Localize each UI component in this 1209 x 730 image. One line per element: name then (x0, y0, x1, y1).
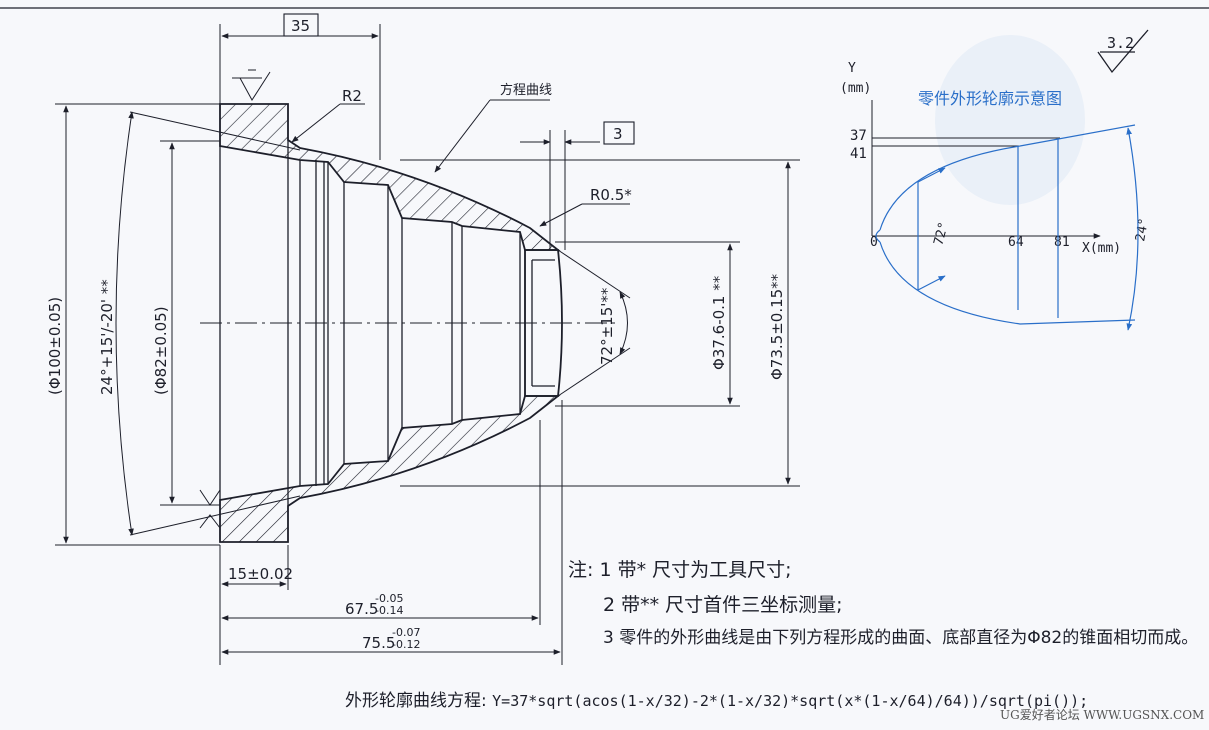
box-3 (603, 121, 635, 145)
profile-x-label: X(mm) (1082, 241, 1121, 256)
note-2-number: 2 (603, 594, 616, 616)
profile-x-tick-64: 64 (1008, 235, 1024, 250)
dim-total-tol-low: -0.12 (392, 638, 420, 651)
profile-y-label: Y (848, 61, 856, 76)
box-35 (283, 13, 319, 37)
dim-radius-tip: R0.5* (590, 186, 632, 204)
dim-inner-tol-low: -0.14 (375, 604, 403, 617)
dim-base-diameter: (Φ82±0.05) (152, 306, 170, 395)
roughness-symbol: 3.2 (1097, 29, 1149, 74)
dim-cone-angle: 24°+15'/-20' ** (98, 279, 116, 395)
note-3: 3 零件的外形曲线是由下列方程形成的曲面、底部直径为Φ82的锥面相切而成。 (603, 623, 1198, 648)
note-3-number: 3 (603, 628, 614, 648)
dim-top-width: 35 (291, 17, 310, 35)
profile-angle-outer: 24° (1133, 217, 1152, 243)
profile-x-tick-81: 81 (1054, 235, 1070, 250)
dim-total-length: 75.5 (362, 634, 395, 652)
note-2-text: 带** 尺寸首件三坐标测量; (621, 594, 843, 616)
note-1-text: 带* 尺寸为工具尺寸; (617, 559, 792, 581)
watermark: UG爱好者论坛 WWW.UGSNX.COM (1000, 708, 1205, 722)
dim-tip-angle: 72°±15'** (598, 287, 616, 365)
profile-angle-inner: 72° (931, 220, 952, 247)
upper-wall-section (219, 103, 561, 251)
roughness-value: 3.2 (1107, 34, 1134, 52)
lower-wall-section (219, 395, 561, 543)
profile-x-tick-0: 0 (870, 235, 878, 250)
profile-chart: 零件外形轮廓示意图 Y (mm) 37 41 0 64 81 X(mm) 72°… (840, 35, 1152, 331)
note-prefix: 注: (568, 559, 594, 581)
profile-y-tick-41: 41 (850, 146, 867, 162)
dim-flange-thickness: 15±0.02 (228, 565, 293, 583)
note-1-number: 1 (599, 559, 612, 581)
dim-cone-diameter: Φ73.5±0.15** (768, 273, 786, 380)
dim-bore-diameter: Φ37.6-0.1 ** (710, 275, 728, 370)
dimension-lines (55, 24, 800, 665)
equation-label: 外形轮廓曲线方程: (345, 691, 487, 711)
dim-inner-length: 67.5 (345, 600, 378, 618)
note-3-text: 零件的外形曲线是由下列方程形成的曲面、底部直径为Φ82的锥面相切而成。 (619, 628, 1199, 648)
equation-line: 外形轮廓曲线方程: Y=37*sqrt(acos(1-x/32)-2*(1-x/… (345, 686, 1088, 711)
note-2: 2 带** 尺寸首件三坐标测量; (603, 590, 843, 617)
profile-y-tick-37: 37 (850, 128, 867, 144)
note-1: 注: 1 带* 尺寸为工具尺寸; (568, 555, 792, 582)
dim-inner-tol-up: -0.05 (375, 592, 403, 605)
part-section (200, 103, 620, 543)
profile-y-unit: (mm) (840, 81, 871, 96)
dim-outer-diameter: (Φ100±0.05) (46, 297, 64, 395)
label-equation-curve: 方程曲线 (500, 82, 552, 98)
dim-radius-left: R2 (342, 87, 362, 105)
dim-total-tol-up: -0.07 (392, 626, 420, 639)
profile-title: 零件外形轮廓示意图 (918, 89, 1062, 108)
equation-text: Y=37*sqrt(acos(1-x/32)-2*(1-x/32)*sqrt(x… (492, 692, 1089, 710)
dim-tip-gap: 3 (613, 125, 623, 143)
